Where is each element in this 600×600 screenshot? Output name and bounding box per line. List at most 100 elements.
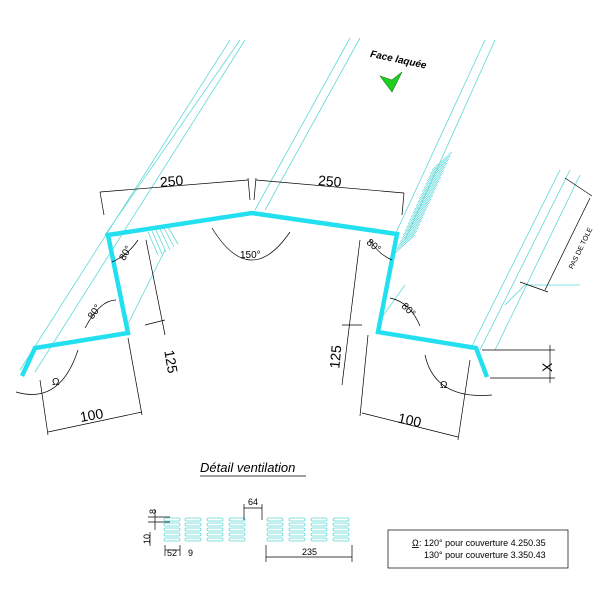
dim-label-250-right: 250 [317, 172, 342, 190]
vent-slot [266, 517, 284, 522]
vent-slot-line [394, 234, 416, 254]
dim-125-left: 125 [144, 239, 181, 375]
vent-slot-line [406, 209, 427, 228]
vent-dim-52: 52 [167, 548, 177, 558]
vent-slot [288, 522, 306, 527]
vent-slot [332, 517, 350, 522]
vent-slot-line [418, 180, 440, 200]
vent-dim-9: 9 [188, 548, 193, 558]
pas-de-tole-label: PAS DE TOLE [568, 227, 594, 271]
vent-slot-line [402, 216, 424, 236]
vent-slot [184, 527, 202, 532]
vent-slot [163, 537, 181, 542]
omega-left: Ω [15, 349, 79, 395]
angle-label-80-bottom-left: 80° [86, 303, 104, 322]
vent-slot [228, 537, 246, 542]
vent-slot-line [423, 169, 445, 189]
dim-100-right: 100 [359, 334, 471, 441]
dim-100-left: 100 [39, 337, 143, 436]
vent-slot-line [401, 220, 422, 239]
dim-label-x: X [539, 362, 555, 372]
dim-250-right: 250 [253, 172, 405, 216]
vent-slot [310, 532, 328, 537]
vent-slot-line [414, 191, 435, 210]
vent-slot-line [426, 162, 448, 182]
vent-slot [266, 527, 284, 532]
vent-slot [266, 532, 284, 537]
vent-slot-line [431, 151, 453, 171]
dim-label-100-right: 100 [397, 410, 423, 431]
vent-slot-line [412, 194, 434, 214]
angle-label-80-top-left: 80° [118, 244, 135, 263]
vent-slot [163, 532, 181, 537]
vent-slot [266, 522, 284, 527]
vent-slot [332, 532, 350, 537]
profile-outline [19, 210, 490, 378]
vent-slot [288, 532, 306, 537]
vent-slot-line [420, 176, 442, 196]
vent-slot [206, 527, 224, 532]
vent-slot [332, 537, 350, 542]
omega-label-left: Ω [52, 377, 60, 388]
vent-slot [206, 517, 224, 522]
vent-slot [228, 532, 246, 537]
vent-slot-line [398, 227, 419, 246]
green-arrow-icon [379, 71, 403, 93]
dim-125-right: 125 [326, 239, 362, 386]
omega-right: Ω [424, 354, 493, 396]
legend-line-1: : 120° pour couverture 4.250.35 [419, 538, 546, 548]
vent-slot [310, 527, 328, 532]
omega-label-right: Ω [440, 380, 448, 391]
vent-slot [310, 537, 328, 542]
vent-slot [332, 522, 350, 527]
vent-slot [206, 537, 224, 542]
dim-label-125-left: 125 [161, 349, 181, 375]
dim-250-left: 250 [99, 172, 251, 216]
vent-slot [163, 522, 181, 527]
omega-legend: Ω : 120° pour couverture 4.250.35 130° p… [387, 529, 569, 569]
dim-label-100-left: 100 [79, 405, 105, 425]
vent-slot-line [396, 230, 418, 250]
vent-slot [228, 522, 246, 527]
vent-dim-8: 8 [148, 509, 158, 514]
legend-line-2: 130° pour couverture 3.350.43 [424, 550, 546, 560]
vent-slot-line [409, 202, 430, 221]
vent-slot-line [430, 155, 451, 174]
dim-label-125-right: 125 [326, 344, 344, 369]
vent-slot [288, 537, 306, 542]
vent-slot-line [428, 158, 450, 178]
dim-label-250-left: 250 [159, 172, 184, 190]
vent-slot [228, 527, 246, 532]
vent-slot [184, 517, 202, 522]
vent-slot [288, 527, 306, 532]
vent-slot [332, 527, 350, 532]
vent-slot-line [415, 187, 437, 207]
vent-slot [163, 527, 181, 532]
vent-slot [310, 522, 328, 527]
ventilation-detail: Détail ventilation 8 10 52 9 64 235 [142, 460, 353, 562]
vent-slot [288, 517, 306, 522]
vent-slot [184, 532, 202, 537]
hatch-left [147, 226, 179, 256]
face-laquee: Face laquée [369, 49, 428, 93]
vent-slot-line [407, 205, 429, 225]
face-laquee-label: Face laquée [369, 49, 428, 72]
angle-150: 150° [211, 227, 291, 261]
angle-label-80-bottom-right: 80° [399, 301, 417, 319]
vent-slot [310, 517, 328, 522]
vent-slot-line [399, 223, 421, 243]
vent-slot-line [404, 212, 426, 232]
vent-slot-line [425, 166, 446, 185]
vent-dim-10: 10 [142, 534, 152, 544]
vent-slot [266, 537, 284, 542]
vent-dim-64: 64 [248, 497, 258, 507]
vent-slot [228, 517, 246, 522]
ventilation-title: Détail ventilation [200, 460, 295, 475]
vent-slot [184, 537, 202, 542]
vent-slots-right [394, 151, 453, 254]
legend-omega-symbol: Ω [412, 538, 419, 548]
vent-slot [163, 517, 181, 522]
vent-slot [206, 522, 224, 527]
angle-label-150: 150° [240, 250, 261, 261]
